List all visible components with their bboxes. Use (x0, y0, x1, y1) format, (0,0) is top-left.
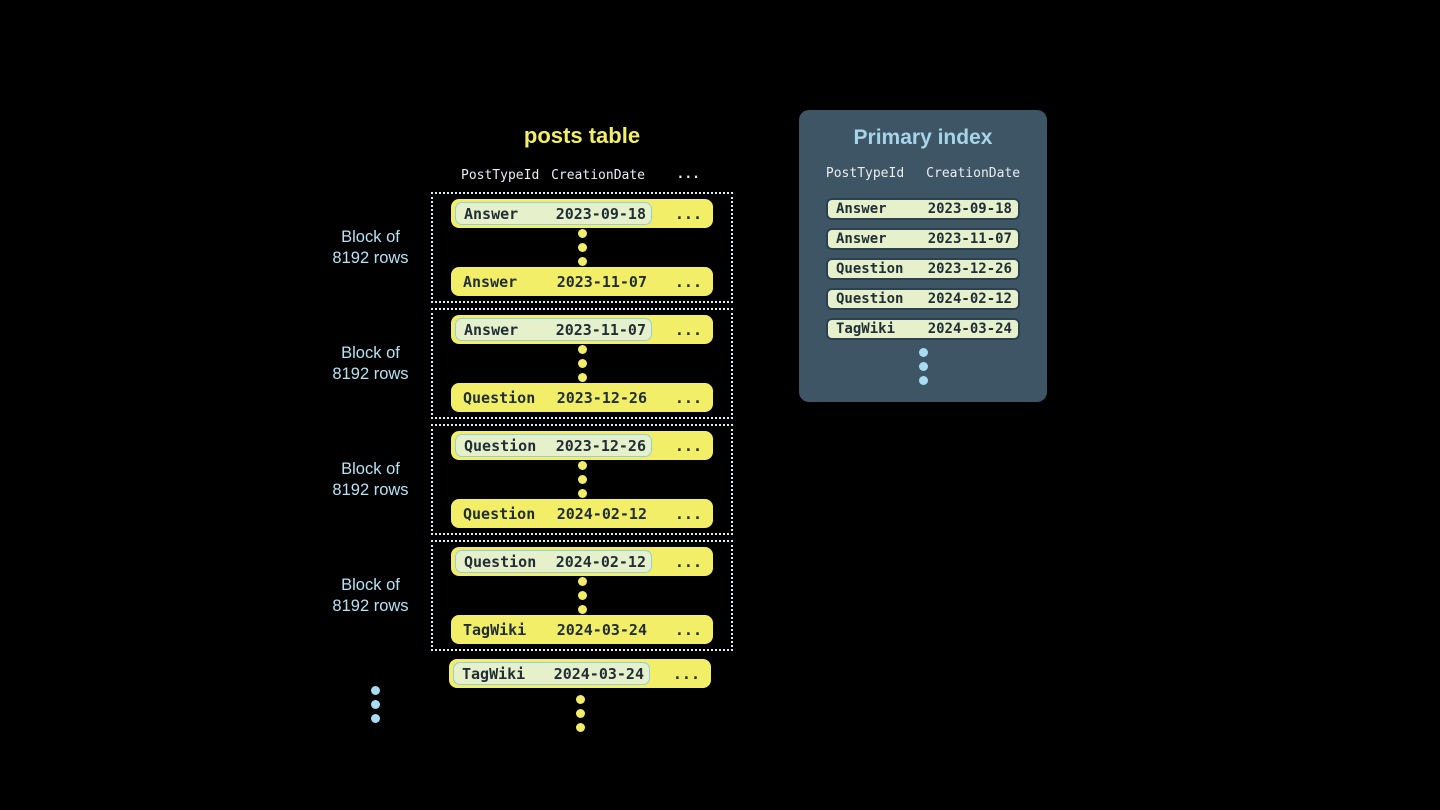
column-header-creationdate: CreationDate (551, 167, 645, 183)
row-highlight: Question 2023-12-26 (455, 434, 652, 457)
block-2-row-dots (577, 345, 587, 382)
block-3: Block of 8192 rows Question 2023-12-26 .… (310, 424, 733, 535)
row-cells: TagWiki 2024-03-24 (455, 618, 652, 641)
row-date: 2023-11-07 (556, 272, 647, 291)
row-ellipsis: ... (674, 388, 702, 407)
entry-type: Question (836, 291, 904, 307)
row-date: 2023-09-18 (555, 204, 646, 223)
primary-index-entries: Answer 2023-09-18 Answer 2023-11-07 Ques… (799, 198, 1047, 340)
row-type: Question (463, 504, 536, 523)
entry-date: 2023-09-18 (927, 201, 1012, 217)
block-2-last-row: Question 2023-12-26 ... (451, 383, 713, 412)
block-3-box: Question 2023-12-26 ... Question 2024-02… (431, 424, 733, 535)
row-type: Question (464, 436, 537, 455)
entry-type: Answer (836, 201, 887, 217)
blocks-continue-dots (371, 686, 380, 723)
row-cells: Question 2024-02-12 (455, 502, 652, 525)
row-date: 2023-12-26 (555, 436, 646, 455)
entry-type: Question (836, 261, 904, 277)
block-label-line1: Block of (341, 343, 400, 362)
block-2-box: Answer 2023-11-07 ... Question 2023-12-2… (431, 308, 733, 419)
block-1: Block of 8192 rows Answer 2023-09-18 ...… (310, 192, 733, 303)
index-entry: Answer 2023-09-18 (826, 198, 1020, 220)
row-ellipsis: ... (674, 204, 702, 223)
row-type: Answer (463, 272, 518, 291)
entry-date: 2023-11-07 (927, 231, 1012, 247)
block-label-line1: Block of (341, 459, 400, 478)
block-4-box: Question 2024-02-12 ... TagWiki 2024-03-… (431, 540, 733, 651)
posts-table-title: posts table (523, 123, 641, 148)
row-ellipsis: ... (674, 272, 702, 291)
index-entry: TagWiki 2024-03-24 (826, 318, 1020, 340)
row-ellipsis: ... (674, 620, 702, 639)
block-label-line2: 8192 rows (332, 596, 409, 615)
block-1-first-row: Answer 2023-09-18 ... (451, 199, 713, 228)
row-date: 2023-12-26 (556, 388, 647, 407)
entry-type: TagWiki (836, 321, 896, 337)
block-3-label: Block of 8192 rows (310, 424, 431, 535)
row-highlight: Question 2024-02-12 (455, 550, 652, 573)
row-date: 2024-03-24 (556, 620, 647, 639)
column-header-creationdate: CreationDate (926, 166, 1021, 181)
index-continues-dots (799, 348, 1047, 385)
block-1-label: Block of 8192 rows (310, 192, 431, 303)
block-4-last-row: TagWiki 2024-03-24 ... (451, 615, 713, 644)
column-header-posttypeid: PostTypeId (825, 166, 905, 181)
index-entry: Answer 2023-11-07 (826, 228, 1020, 250)
row-cells: Question 2023-12-26 (455, 386, 652, 409)
row-type: Answer (464, 204, 519, 223)
block-label-line2: 8192 rows (332, 364, 409, 383)
posts-table-column-header: PostTypeId CreationDate ... (449, 166, 711, 184)
row-cells: Answer 2023-11-07 (455, 270, 652, 293)
block-1-last-row: Answer 2023-11-07 ... (451, 267, 713, 296)
primary-index-title: Primary index (853, 126, 993, 149)
entry-date: 2023-12-26 (927, 261, 1012, 277)
index-entry: Question 2024-02-12 (826, 288, 1020, 310)
block-1-row-dots (577, 229, 587, 266)
row-ellipsis: ... (672, 664, 700, 683)
row-type: Question (463, 388, 536, 407)
row-ellipsis: ... (674, 436, 702, 455)
block-label-line1: Block of (341, 227, 400, 246)
block-3-last-row: Question 2024-02-12 ... (451, 499, 713, 528)
block-label-line2: 8192 rows (332, 480, 409, 499)
entry-date: 2024-03-24 (927, 321, 1012, 337)
block-2-first-row: Answer 2023-11-07 ... (451, 315, 713, 344)
block-4-label: Block of 8192 rows (310, 540, 431, 651)
row-type: Answer (464, 320, 519, 339)
block-4-row-dots (577, 577, 587, 614)
entry-date: 2024-02-12 (927, 291, 1012, 307)
primary-index-column-header: PostTypeId CreationDate (799, 166, 1047, 181)
table-continues-dots (576, 695, 585, 732)
block-2-label: Block of 8192 rows (310, 308, 431, 419)
entry-type: Answer (836, 231, 887, 247)
block-4: Block of 8192 rows Question 2024-02-12 .… (310, 540, 733, 651)
row-ellipsis: ... (674, 504, 702, 523)
row-ellipsis: ... (674, 320, 702, 339)
row-type: TagWiki (462, 664, 526, 683)
block-3-row-dots (577, 461, 587, 498)
row-date: 2024-02-12 (556, 504, 647, 523)
column-header-posttypeid: PostTypeId (461, 167, 540, 183)
tail-row: TagWiki 2024-03-24 ... (449, 659, 711, 688)
row-date: 2024-03-24 (553, 664, 644, 683)
block-4-first-row: Question 2024-02-12 ... (451, 547, 713, 576)
block-1-box: Answer 2023-09-18 ... Answer 2023-11-07 … (431, 192, 733, 303)
row-type: Question (464, 552, 537, 571)
row-ellipsis: ... (674, 552, 702, 571)
row-highlight: Answer 2023-09-18 (455, 202, 652, 225)
block-label-line1: Block of (341, 575, 400, 594)
block-label-line2: 8192 rows (332, 248, 409, 267)
block-3-first-row: Question 2023-12-26 ... (451, 431, 713, 460)
primary-index-panel: Primary index PostTypeId CreationDate An… (799, 110, 1047, 402)
index-entry: Question 2023-12-26 (826, 258, 1020, 280)
block-2: Block of 8192 rows Answer 2023-11-07 ...… (310, 308, 733, 419)
row-highlight: TagWiki 2024-03-24 (453, 662, 650, 685)
row-type: TagWiki (463, 620, 527, 639)
row-date: 2023-11-07 (555, 320, 646, 339)
row-highlight: Answer 2023-11-07 (455, 318, 652, 341)
column-header-ellipsis: ... (676, 167, 700, 182)
row-date: 2024-02-12 (555, 552, 646, 571)
